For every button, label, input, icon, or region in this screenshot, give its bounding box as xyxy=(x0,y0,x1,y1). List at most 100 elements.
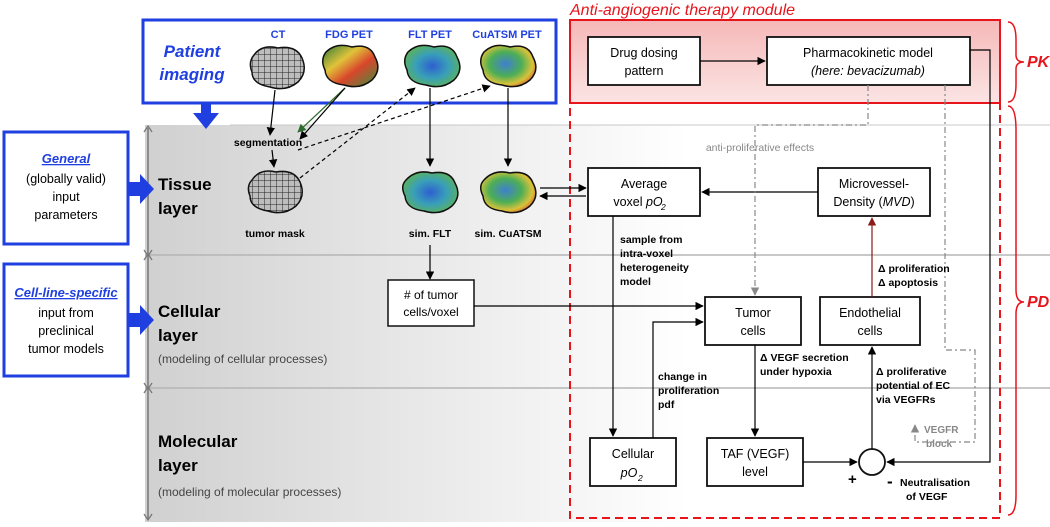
molecular-layer-subtitle: (modeling of molecular processes) xyxy=(158,485,341,499)
tissue-layer-label: Tissue xyxy=(158,175,212,194)
svg-text:2: 2 xyxy=(637,473,643,483)
sample-label: intra-voxel xyxy=(620,248,673,260)
svg-text:Average: Average xyxy=(621,177,667,191)
change-prolif-label: pdf xyxy=(658,399,675,411)
molecular-layer-label: layer xyxy=(158,456,198,475)
svg-text:Pharmacokinetic model: Pharmacokinetic model xyxy=(803,46,933,60)
sim-flt-label: sim. FLT xyxy=(409,228,452,240)
pk-model-box: Pharmacokinetic model (here: bevacizumab… xyxy=(766,36,971,86)
vegfr-block-line xyxy=(910,85,976,443)
pk-brace xyxy=(1007,21,1025,103)
sample-label: model xyxy=(620,276,651,288)
plus-sign: + xyxy=(848,471,857,488)
delta-apoptosis-label: Δ apoptosis xyxy=(878,277,938,289)
svg-text:voxel pO: voxel pO xyxy=(613,195,663,209)
pk-to-neutralisation xyxy=(886,49,991,467)
delta-proliferation-label: Δ proliferation xyxy=(878,263,950,275)
mvd-box: Microvessel- Density (MVD) xyxy=(817,167,931,217)
fdg-to-segmentation xyxy=(297,87,346,133)
modality-cuatsm: CuATSM PET xyxy=(472,29,542,41)
svg-text:Cell-line-specific: Cell-line-specific xyxy=(14,285,118,300)
imaging-arrow xyxy=(193,103,219,129)
svg-text:level: level xyxy=(742,465,768,479)
svg-text:pO: pO xyxy=(620,466,638,480)
svg-text:input from: input from xyxy=(38,306,94,320)
svg-text:pattern: pattern xyxy=(625,64,664,78)
general-arrow xyxy=(128,174,154,204)
neutralisation-label: Neutralisation xyxy=(900,477,970,489)
tumor-mask-image xyxy=(247,170,303,214)
vegf-secretion-label: Δ VEGF secretion xyxy=(760,352,849,364)
prolif-potential-label: via VEGFRs xyxy=(876,394,936,406)
cell-line-input-box: Cell-line-specific input from preclinica… xyxy=(2,262,130,378)
neutralisation-label: of VEGF xyxy=(906,491,948,503)
cellularpo2-to-tumorcells xyxy=(652,317,704,438)
segmentation-label: segmentation xyxy=(234,137,302,149)
pd-brace xyxy=(1007,105,1025,516)
blue-input-arrows xyxy=(128,103,219,335)
svg-text:(globally valid): (globally valid) xyxy=(26,172,106,186)
dashed-effects xyxy=(750,85,976,443)
patient-imaging-label: imaging xyxy=(159,65,225,84)
tumor-mask-label: tumor mask xyxy=(245,228,305,240)
sim-flt-image xyxy=(402,171,459,214)
svg-text:Drug dosing: Drug dosing xyxy=(610,46,677,60)
svg-text:# of tumor: # of tumor xyxy=(404,288,458,302)
vegf-secretion-label: under hypoxia xyxy=(760,366,832,378)
average-po2-box: Average voxel pO 2 xyxy=(587,167,701,217)
sample-label: sample from xyxy=(620,234,682,246)
svg-text:Cellular: Cellular xyxy=(612,447,654,461)
prolif-potential-label: potential of EC xyxy=(876,380,950,392)
mask-to-flt-dashed xyxy=(299,87,416,179)
svg-text:Endothelial: Endothelial xyxy=(839,306,901,320)
general-input-box: General (globally valid) input parameter… xyxy=(2,130,130,246)
segmentation-to-fdg xyxy=(299,87,346,140)
svg-text:2: 2 xyxy=(660,202,666,212)
ct-to-segmentation xyxy=(266,89,276,136)
svg-text:cells/voxel: cells/voxel xyxy=(403,305,458,319)
tissue-layer-label: layer xyxy=(158,199,198,218)
sim-cuatsm-label: sim. CuATSM xyxy=(475,228,542,240)
anti-proliferative-label: anti-proliferative effects xyxy=(706,142,814,154)
cuatsm-pet-image xyxy=(480,44,537,88)
vegfr-block-label: VEGFR xyxy=(924,425,959,436)
sim-cuatsm-image xyxy=(480,171,537,214)
svg-text:cells: cells xyxy=(857,324,882,338)
cell-line-arrow xyxy=(128,305,154,335)
svg-text:tumor models: tumor models xyxy=(28,342,104,356)
molecular-layer-label: Molecular xyxy=(158,432,238,451)
drug-dosing-box: Drug dosing pattern xyxy=(587,36,701,86)
taf-level-box: TAF (VEGF) level xyxy=(706,437,804,487)
annotations: anti-proliferative effects sample from i… xyxy=(620,142,970,503)
pk-label: PK xyxy=(1027,54,1050,71)
svg-text:preclinical: preclinical xyxy=(38,324,94,338)
svg-text:(here: bevacizumab): (here: bevacizumab) xyxy=(811,64,925,78)
imaging-connectors xyxy=(266,84,513,280)
svg-text:Tumor: Tumor xyxy=(735,306,771,320)
cellular-po2-box: Cellular pO 2 xyxy=(589,437,677,487)
flt-pet-image xyxy=(404,44,461,88)
segmentation-to-mask xyxy=(268,149,278,168)
svg-text:Microvessel-: Microvessel- xyxy=(839,177,909,191)
svg-text:TAF (VEGF): TAF (VEGF) xyxy=(721,447,790,461)
prolif-potential-label: Δ proliferative xyxy=(876,366,947,378)
cellular-layer-label: Cellular xyxy=(158,302,221,321)
pd-label: PD xyxy=(1027,294,1050,311)
cellular-layer-subtitle: (modeling of cellular processes) xyxy=(158,352,327,366)
change-prolif-label: change in xyxy=(658,371,707,383)
layer-labels: Tissue layer Cellular layer (modeling of… xyxy=(158,175,341,499)
svg-text:parameters: parameters xyxy=(34,208,97,222)
endothelial-cells-box: Endothelial cells xyxy=(819,296,921,346)
patient-imaging-label: Patient xyxy=(164,42,222,61)
sample-label: heterogeneity xyxy=(620,262,689,274)
tumor-cells-box: Tumor cells xyxy=(704,296,802,346)
modality-fdg: FDG PET xyxy=(325,29,373,41)
minus-sign: - xyxy=(887,472,893,491)
svg-text:cells: cells xyxy=(740,324,765,338)
svg-text:input: input xyxy=(52,190,80,204)
flow-connectors xyxy=(474,49,991,467)
cellular-layer-label: layer xyxy=(158,326,198,345)
change-prolif-label: proliferation xyxy=(658,385,719,397)
fdg-pet-image xyxy=(322,44,379,88)
